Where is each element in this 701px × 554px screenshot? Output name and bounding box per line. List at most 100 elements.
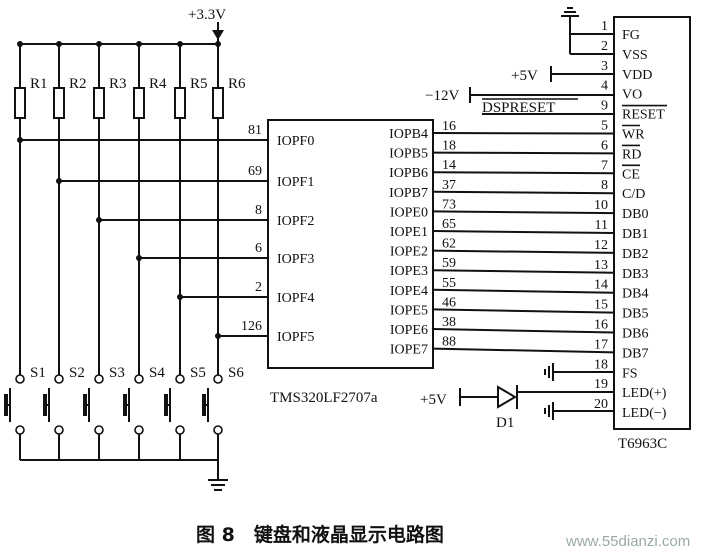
- dsp-pin-name: IOPE7: [390, 343, 428, 358]
- dspreset-label: DSPRESET: [482, 100, 555, 116]
- lcd-pin-number: 14: [594, 278, 608, 293]
- figure-caption: 图 8 键盘和液晶显示电路图: [196, 523, 444, 546]
- vdd-supply-label: +5V: [511, 68, 538, 84]
- lcd-pin-number: 7: [601, 158, 608, 173]
- watermark: www.55dianzi.com: [565, 533, 690, 550]
- switch-contact: [94, 425, 104, 435]
- dsp-pin-name: IOPB4: [389, 127, 428, 142]
- bus-wire: [432, 288, 615, 294]
- dsp-pin-number: 16: [442, 119, 456, 134]
- dsp-pin-number: 37: [442, 178, 456, 193]
- lcd-pin-number: 17: [594, 337, 608, 352]
- dsp-pin-name: IOPE6: [390, 323, 428, 338]
- lcd-pin-name: LED(−): [622, 406, 667, 421]
- dsp-pin-number: 73: [442, 197, 456, 212]
- dsp-pin-name: IOPE5: [390, 303, 428, 318]
- resistor-r4: [133, 87, 145, 119]
- bus-wire: [432, 132, 615, 135]
- lcd-pin-number: 10: [594, 198, 608, 213]
- switch-label: S3: [109, 365, 125, 381]
- lcd-pin-number: 16: [594, 318, 608, 333]
- bus-wire: [432, 171, 615, 175]
- switch-contact: [54, 374, 64, 384]
- switch-contact: [175, 374, 185, 384]
- led-supply-label: +5V: [420, 392, 447, 408]
- dsp-pin-name: IOPE2: [390, 245, 428, 260]
- lcd-pin-name: DB3: [622, 267, 648, 282]
- dsp-pin-number: 38: [442, 315, 456, 330]
- switch-contact: [54, 425, 64, 435]
- lcd-pin-name: DB7: [622, 346, 648, 361]
- lcd-pin-number: 13: [594, 258, 608, 273]
- fs-ground-icon: [544, 363, 554, 381]
- dsp-pin-number: 55: [442, 276, 456, 291]
- switch-contact: [15, 374, 25, 384]
- lcd-pin-number: 9: [601, 99, 608, 114]
- dsp-pin-name: IOPE1: [390, 225, 428, 240]
- dsp-pin-number: 126: [241, 319, 262, 334]
- bus-wire: [432, 308, 615, 314]
- bus-wire: [432, 347, 615, 354]
- bus-wire: [432, 230, 615, 234]
- supply-arrow-icon: [212, 30, 224, 40]
- resistor-r5: [174, 87, 186, 119]
- dsp-pin-name: IOPF2: [277, 214, 314, 229]
- lcd-pin-number: 4: [601, 79, 608, 94]
- switch-label: S1: [30, 365, 46, 381]
- lcd-pin-number: 12: [594, 238, 608, 253]
- resistor-r3: [93, 87, 105, 119]
- dsp-pin-number: 18: [442, 139, 456, 154]
- lcd-pin-number: 2: [601, 39, 608, 54]
- dsp-pin-name: IOPE3: [390, 264, 428, 279]
- switch-contact: [213, 374, 223, 384]
- dsp-pin-name: IOPF4: [277, 291, 314, 306]
- lcd-pin-name: RESET: [622, 108, 665, 123]
- lcd-pin-name: RD: [622, 147, 641, 162]
- bus-wire: [432, 210, 615, 215]
- lcd-pin-name: VDD: [622, 68, 652, 83]
- lcd-pin-number: 5: [601, 119, 608, 134]
- bus-wire: [432, 249, 615, 254]
- lcd-pin-name: VSS: [622, 48, 648, 63]
- lcd-pin-name: FG: [622, 28, 640, 43]
- dsp-pin-name: IOPF5: [277, 330, 314, 345]
- dsp-chip: [267, 119, 434, 369]
- lcd-pin-number: 8: [601, 178, 608, 193]
- lcd-module-name: T6963C: [618, 436, 667, 452]
- resistor-label: R6: [228, 76, 246, 92]
- dsp-pin-number: 14: [442, 158, 456, 173]
- dsp-pin-name: IOPE4: [390, 284, 428, 299]
- dsp-pin-name: IOPF3: [277, 252, 314, 267]
- resistor-label: R2: [69, 76, 87, 92]
- resistor-r2: [53, 87, 65, 119]
- dsp-pin-name: IOPB7: [389, 186, 428, 201]
- resistor-label: R5: [190, 76, 208, 92]
- resistor-r6: [212, 87, 224, 119]
- switch-contact: [94, 374, 104, 384]
- bus-wire: [432, 328, 615, 334]
- dsp-pin-number: 46: [442, 295, 456, 310]
- lcd-pin-name: DB2: [622, 247, 648, 262]
- lcd-pin-name: WR: [622, 128, 645, 143]
- lcd-pin-number: 1: [601, 19, 608, 34]
- lcd-pin-name: LED(+): [622, 386, 667, 401]
- resistor-r1: [14, 87, 26, 119]
- switch-contact: [134, 425, 144, 435]
- dsp-right-pins: IOPB416IOPB518IOPB614IOPB737IOPE073IOPE1…: [389, 119, 615, 358]
- lcd-pin-number: 18: [594, 357, 608, 372]
- bus-wire: [432, 190, 615, 195]
- lcd-ground-icon: [561, 7, 579, 17]
- switch-label: S5: [190, 365, 206, 381]
- dsp-pin-number: 59: [442, 256, 456, 271]
- dsp-pin-name: IOPE0: [390, 205, 428, 220]
- lcd-module: [613, 16, 691, 430]
- lcd-pin-number: 19: [594, 377, 608, 392]
- lcd-pin-name: DB6: [622, 327, 648, 342]
- lcd-pin-number: 3: [601, 59, 608, 74]
- switch-contact: [15, 425, 25, 435]
- lcd-pin-name: CE: [622, 167, 640, 182]
- lcd-pin-number: 15: [594, 298, 608, 313]
